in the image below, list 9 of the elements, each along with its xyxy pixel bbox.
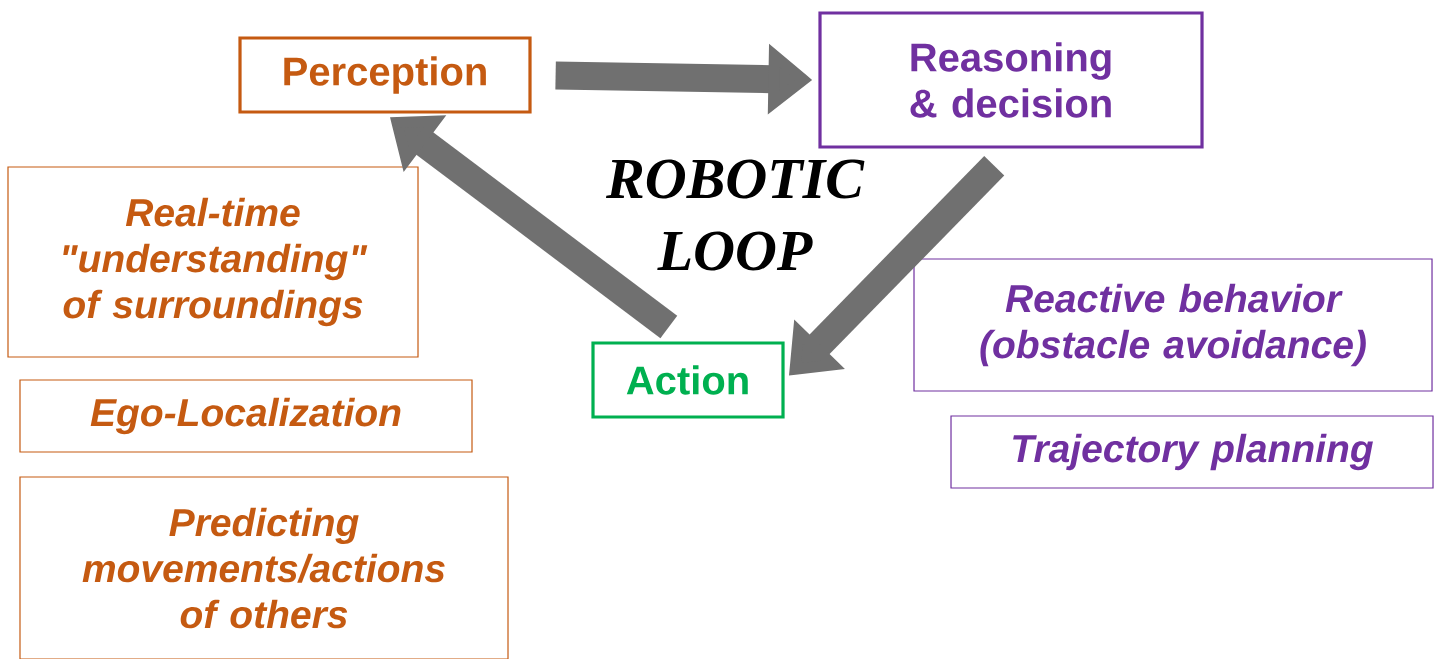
- note-box: Reactive behavior (obstacle avoidance): [913, 258, 1433, 392]
- process-box: Reasoning & decision: [818, 11, 1204, 149]
- note-box: Real-time "understanding" of surroundings: [7, 166, 419, 358]
- note-box: Trajectory planning: [950, 415, 1434, 489]
- process-box: Perception: [238, 36, 532, 114]
- note-box: Predicting movements/actions of others: [19, 476, 509, 659]
- process-box: Action: [591, 341, 785, 419]
- loop-title: ROBOTIC LOOP: [606, 159, 865, 271]
- note-box: Ego-Localization: [19, 379, 473, 453]
